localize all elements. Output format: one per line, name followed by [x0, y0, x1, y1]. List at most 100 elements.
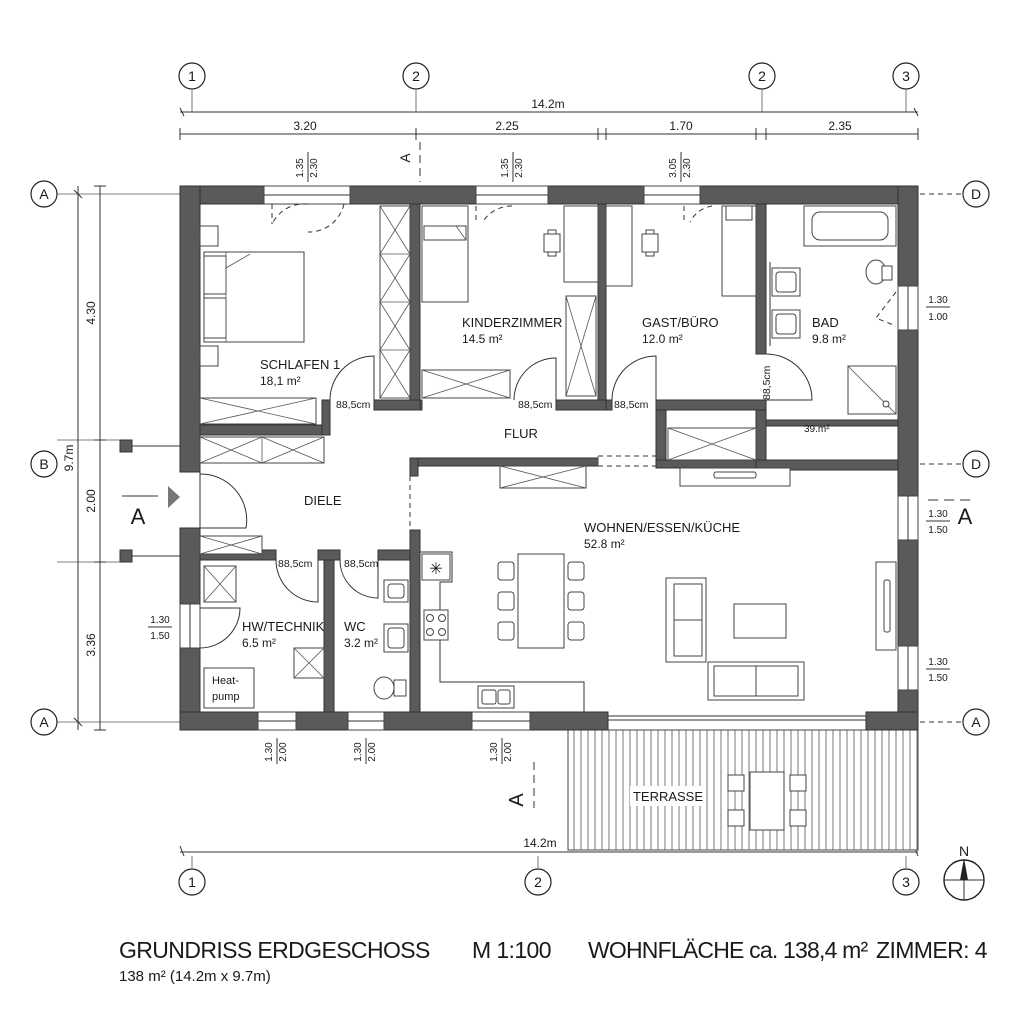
window-label: 2.30: [682, 158, 693, 178]
door-width-gast: 88,5cm: [614, 399, 649, 411]
axis-label: 2: [534, 874, 542, 890]
axis-label: D: [971, 186, 981, 202]
bottom-axes: 14.2m 1 2 3: [178, 836, 920, 896]
window-label: 1.30: [489, 742, 500, 762]
room-area-gast: 12.0 m²: [642, 332, 683, 346]
dimension-segment: 1.70: [669, 119, 693, 133]
window-label: 2.00: [503, 742, 514, 762]
entrance: [119, 439, 248, 563]
dimension-segment: 3.20: [293, 119, 317, 133]
axis-label: 2: [758, 68, 766, 84]
axis-marker: [962, 180, 990, 208]
dimension-total-top: 14.2m: [531, 97, 564, 111]
window-label: 1.50: [928, 673, 948, 684]
door-width-schlafen: 88,5cm: [336, 399, 371, 411]
window-label: 1.50: [150, 631, 170, 642]
dimension-segment: 4.30: [84, 301, 98, 325]
dimension-total-left: 9.7m: [62, 445, 76, 472]
axis-label: 2: [412, 68, 420, 84]
window-label: 2.00: [367, 742, 378, 762]
room-kinder: KINDERZIMMER 14.5 m² 88,5cm: [421, 205, 599, 411]
plan-subtitle: 138 m² (14.2m x 9.7m): [119, 968, 271, 985]
room-area-kinder: 14.5 m²: [462, 332, 503, 346]
window-label: 1.30: [353, 742, 364, 762]
dining-chair: [567, 621, 585, 641]
room-label-wc: WC: [344, 619, 366, 634]
heatpump-label: Heat-: [212, 675, 239, 687]
fridge: [421, 553, 451, 581]
heatpump-label: pump: [212, 691, 240, 703]
section-markers: A A A A: [122, 142, 973, 808]
dining-chair: [567, 561, 585, 581]
room-label-bad: BAD: [812, 315, 839, 330]
dining-chair: [567, 591, 585, 611]
corridor: FLUR DIELE: [304, 426, 656, 508]
window-labels: 1.35 2.30 1.35 2.30 3.05 2.30 1.30 1.00 …: [148, 152, 950, 764]
axis-marker: [402, 62, 430, 90]
dining-chair: [497, 621, 515, 641]
cooktop: [423, 609, 449, 641]
window-label: 2.30: [514, 158, 525, 178]
room-hw: Heat- pump HW/TECHNIK 6.5 m² 88,5cm: [199, 535, 325, 709]
window-label: 1.30: [928, 657, 948, 668]
window-label: 1.30: [928, 509, 948, 520]
room-schlafen: SCHLAFEN 1 18,1 m² 88,5cm: [199, 203, 411, 425]
window-label: 1.00: [928, 312, 948, 323]
axis-marker: [892, 868, 920, 896]
terrace-chair: [727, 809, 745, 827]
section-label: A: [506, 793, 528, 807]
plan-scale: M 1:100: [472, 937, 552, 963]
section-label: A: [958, 504, 973, 529]
axis-marker: [178, 62, 206, 90]
terrace-table: [749, 771, 785, 831]
door-width-hw: 88,5cm: [278, 558, 313, 570]
room-wohnen: WOHNEN/ESSEN/KÜCHE 52.8 m² ✳: [419, 465, 897, 712]
axis-label: A: [39, 186, 49, 202]
axis-label: 1: [188, 68, 196, 84]
terrace-chair: [727, 774, 745, 792]
dining-chair: [497, 591, 515, 611]
plan-title: GRUNDRISS ERDGESCHOSS: [119, 937, 430, 963]
dining-chair: [497, 561, 515, 581]
coffee-table: [733, 603, 787, 639]
room-label-hw: HW/TECHNIK: [242, 619, 325, 634]
room-wc: WC 3.2 m² 88,5cm: [339, 558, 409, 700]
top-axes: 1 2 2 3: [178, 62, 920, 112]
window-label: 1.50: [928, 525, 948, 536]
dimension-segment: 2.35: [828, 119, 852, 133]
axis-marker: [892, 62, 920, 90]
windows: [179, 185, 919, 731]
north-label: N: [959, 843, 969, 859]
window-label: 3.05: [668, 158, 679, 178]
desk: [563, 205, 599, 283]
desk: [605, 205, 633, 287]
dining-table: [517, 553, 565, 649]
door-width-bad: 88,5cm: [761, 365, 773, 400]
window-label: 1.30: [928, 295, 948, 306]
room-area-schlafen: 18,1 m²: [260, 374, 301, 388]
room-label-wohnen: WOHNEN/ESSEN/KÜCHE: [584, 520, 740, 535]
window-label: 1.35: [500, 158, 511, 178]
axis-marker: [30, 450, 58, 478]
toilet: [373, 676, 395, 700]
top-dimension-lines: 14.2m 3.20 2.25 1.70 2.35: [179, 97, 919, 140]
section-label: A: [131, 504, 146, 529]
left-axes: A B A 9.7m 4.30 2.00 3.36: [30, 180, 180, 736]
room-label-gast: GAST/BÜRO: [642, 315, 719, 330]
axis-label: A: [39, 714, 49, 730]
single-bed: [421, 205, 469, 303]
room-label-kinder: KINDERZIMMER: [462, 315, 562, 330]
axis-marker: [962, 708, 990, 736]
shelf: [721, 205, 757, 297]
dimension-segment: 3.36: [84, 633, 98, 657]
room-bad: BAD 9.8 m² 88,5cm 39.m²: [761, 205, 897, 435]
room-label-flur: FLUR: [504, 426, 538, 441]
room-label-diele: DIELE: [304, 493, 342, 508]
window-label: 2.00: [278, 742, 289, 762]
door-width-wc: 88,5cm: [344, 558, 379, 570]
plan-room-count: ZIMMER: 4: [876, 937, 987, 963]
window-label: 1.30: [264, 742, 275, 762]
terrace-chair: [789, 774, 807, 792]
terrace: TERRASSE: [567, 729, 919, 851]
window-label: 2.30: [309, 158, 320, 178]
